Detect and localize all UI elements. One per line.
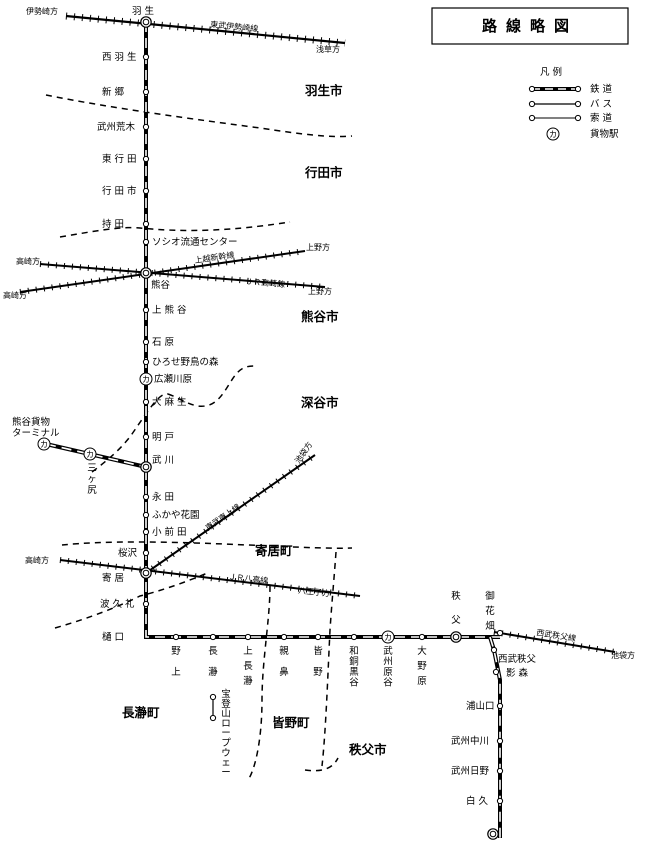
station-shiroku: 白 久 [466,795,489,807]
city-hanyu: 羽生市 [305,83,343,98]
freight-icon-terminal: カ [37,437,51,451]
station-kumagaya-terminal: 熊谷貨物ターミナル [12,416,60,439]
station-yorii: 寄 居 [102,572,124,584]
line-tojo: 東武東上線 [203,502,242,533]
svg-text:カ: カ [40,440,48,449]
city-gyoda: 行田市 [304,165,343,180]
station-sakurazawa: 桜沢 [118,547,138,559]
map-title-box: 路線略図 [431,7,629,45]
municipal-boundaries [45,94,353,781]
station-bushu-nakagawa: 武州中川 [451,735,489,747]
line-takasaki: ＪＲ高崎線 [245,276,286,289]
station-nagata: 永 田 [152,491,174,503]
legend-freight: カ 貨物駅 [546,127,619,141]
station-mikajiri: 三ヶ尻 [87,463,97,496]
station-fukaya-hanazono: ふかや花園 [152,509,200,521]
station-ohanabatake: 御花畑 [485,590,495,632]
hodosan-ropeway [209,693,217,722]
city-labels: 羽生市 行田市 熊谷市 深谷市 寄居町 長瀞町 皆野町 秩父市 [122,83,387,757]
freight-stations: カ カ カ カ [37,372,395,644]
city-minano: 皆野町 [272,715,310,730]
station-hanyu: 羽 生 [132,5,155,17]
svg-text:カ: カ [142,375,150,384]
legend-ropeway: 索 道 [528,112,613,124]
map-title: 路線略図 [482,17,578,35]
svg-text:バ ス: バ ス [590,99,612,110]
line-hachiko: ＪＲ八高線 [228,571,269,586]
dir-ikebukuro-1: 池袋方 [292,440,314,465]
station-chichibu: 秩父 [451,591,461,626]
station-hodosan-ropeway: 宝登山ロープウェー [221,688,231,778]
legend-bus: バ ス [528,99,612,110]
svg-text:貨物駅: 貨物駅 [590,128,619,140]
station-gyodashi: 行 田 市 [102,185,137,197]
station-seibu-chichibu: 西武秩父 [498,653,537,665]
dir-takasaki-2: 高崎方 [3,290,27,300]
station-urayamaguchi: 浦山口 [466,700,495,712]
station-bushu-haraya: 武州原谷 [383,645,393,689]
station-ishiwara: 石 原 [152,337,174,348]
city-nagatoro: 長瀞町 [122,705,160,720]
svg-text:カ: カ [86,450,94,459]
dir-takasaki-3: 高崎方 [25,555,49,565]
other-railways [19,12,616,655]
dir-ueno-2: 上野方 [308,286,332,296]
station-nogami: 野上 [171,646,181,678]
station-kagemori: 影 森 [506,667,529,679]
station-hagure: 波 久 礼 [100,598,135,610]
legend-heading: 凡 例 [540,66,562,78]
station-bushu-araki: 武州荒木 [97,121,136,133]
station-takekawa: 武 川 [152,454,174,466]
station-higuchi: 樋 口 [102,631,124,643]
dir-asakusa: 浅草方 [316,44,340,54]
city-fukaya: 深谷市 [301,395,339,410]
station-shingo: 新 郷 [102,86,125,98]
city-yorii: 寄居町 [255,543,293,558]
svg-text:索 道: 索 道 [590,112,613,124]
svg-text:鉄 道: 鉄 道 [590,83,613,95]
dir-isesaki: 伊勢崎方 [26,6,58,16]
svg-text:カ: カ [549,130,557,139]
station-hirosegawara: 広瀬川原 [154,373,192,385]
legend: 凡 例 鉄 道 バ ス 索 道 カ 貨物駅 [528,66,619,141]
station-ono-hara: 大野原 [417,645,427,687]
station-nishi-hanyu: 西 羽 生 [102,51,137,63]
station-labels: 羽 生 西 羽 生 新 郷 武州荒木 東 行 田 行 田 市 持 田 ソシオ流通… [97,5,537,807]
station-sosio: ソシオ流通センター [152,236,238,248]
station-wado-kuroya: 和銅黒谷 [349,646,359,689]
station-akedo: 明 戸 [152,432,174,443]
station-kumagaya: 熊谷 [151,279,171,291]
svg-text:カ: カ [384,633,392,642]
freight-icon-hirosegawara: カ [139,372,153,386]
city-chichibu: 秩父市 [349,742,387,757]
station-hirose: ひろせ野鳥の森 [152,356,219,368]
dir-hachioji: 八王子方 [298,585,331,598]
station-minano: 皆野 [313,646,323,678]
station-oyahana: 親鼻 [279,645,289,678]
freight-icon-bushu-haraya: カ [381,630,395,644]
freight-icon-mikajiri: カ [83,447,97,461]
station-omaso: 大 麻 生 [152,396,187,408]
main-line-stations [140,16,504,840]
dir-ikebukuro-2: 池袋方 [611,650,635,660]
line-tobu-isesaki: 東武伊勢崎線 [210,19,259,34]
city-kumagaya: 熊谷市 [301,309,339,324]
station-nagatoro: 長瀞 [208,646,218,678]
legend-railway: 鉄 道 [528,83,613,95]
station-kami-kumagaya: 上 熊 谷 [152,304,187,316]
station-mochida: 持 田 [102,218,124,230]
line-labels: 東武伊勢崎線 上越新幹線 ＪＲ高崎線 東武東上線 ＪＲ八高線 西武秩父線 [194,19,577,643]
station-bushu-hino: 武州日野 [451,765,490,777]
station-higashi-gyoda: 東 行 田 [102,153,137,165]
dir-takasaki-1: 高崎方 [16,256,40,266]
station-kami-nagatoro: 上長瀞 [243,646,253,687]
station-obusuma: 小 前 田 [152,526,187,538]
dir-ueno-1: 上野方 [306,242,330,252]
